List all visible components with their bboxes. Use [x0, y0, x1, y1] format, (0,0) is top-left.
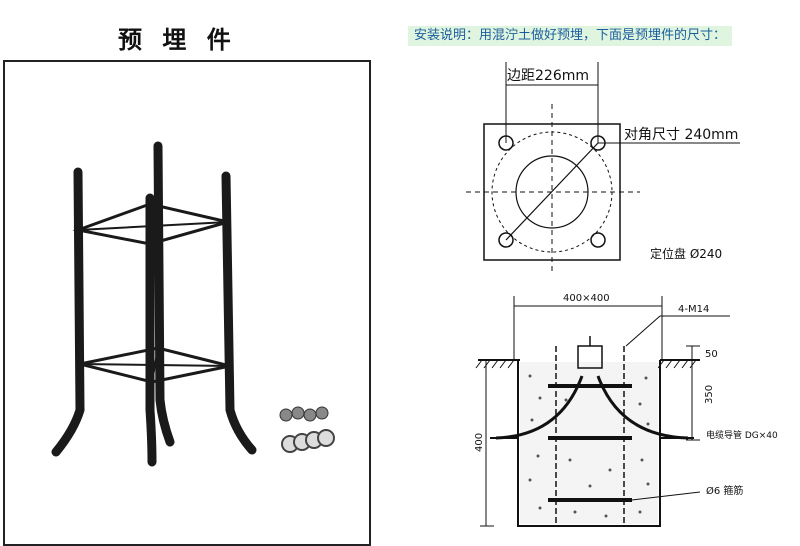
leg-right — [221, 171, 257, 455]
bolt-hole-bl — [498, 232, 514, 248]
leg-back-left — [153, 141, 175, 447]
flange-label: 定位盘 Ø240 — [650, 246, 722, 261]
dim-50-label: 50 — [705, 349, 718, 360]
page-title: 预 埋 件 — [118, 26, 237, 54]
width-dim-label: 400×400 — [563, 293, 610, 304]
dim-400-label: 400 — [474, 433, 485, 452]
stirrup-note: Ø6 箍筋 — [706, 484, 743, 497]
photo-frame — [3, 60, 371, 546]
edge-distance-label: 边距226mm — [507, 68, 589, 84]
diagonal-label: 对角尺寸 240mm — [624, 127, 738, 143]
plate-top-view — [466, 62, 740, 274]
foundation-section — [475, 296, 730, 527]
conduit-note: 电缆导管 DG×40 — [706, 429, 778, 441]
leg-front-center — [145, 193, 157, 467]
embedded-part-illustration — [51, 141, 257, 467]
bolt-label: 4-M14 — [678, 304, 709, 315]
install-note: 安装说明：用混泞土做好预埋，下面是预埋件的尺寸： — [408, 26, 733, 46]
nuts-and-washers — [279, 406, 335, 453]
dim-350-label: 350 — [704, 385, 715, 404]
leg-front-left — [51, 167, 85, 457]
concrete-texture — [528, 374, 650, 518]
bolt-hole-br — [590, 232, 606, 248]
